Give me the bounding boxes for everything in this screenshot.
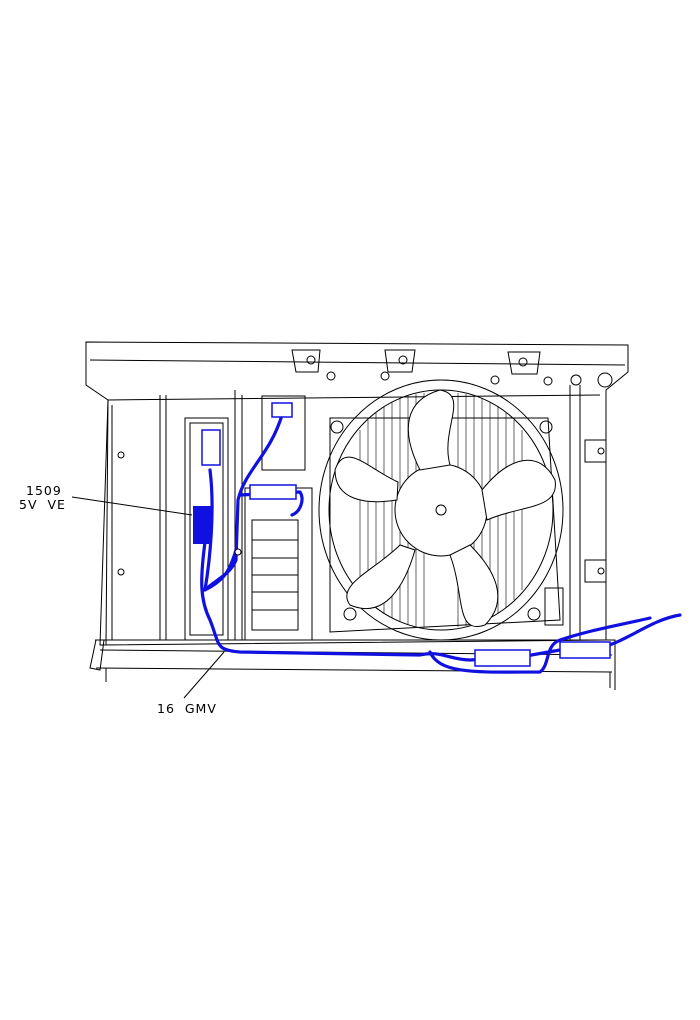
radiator-frame — [85, 341, 629, 690]
connector-1509 — [193, 506, 212, 544]
wiring-harness — [193, 402, 682, 674]
leader-lines — [71, 496, 225, 699]
callout-1509-label: 1509 — [26, 484, 62, 498]
callout-1509-code: 5V VE — [19, 497, 66, 512]
callout-1509-number: 1509 — [26, 483, 62, 498]
fan-blades — [334, 389, 556, 628]
cooling-fan — [318, 379, 564, 641]
callout-16-gmv-label: 16 GMV — [157, 701, 217, 716]
